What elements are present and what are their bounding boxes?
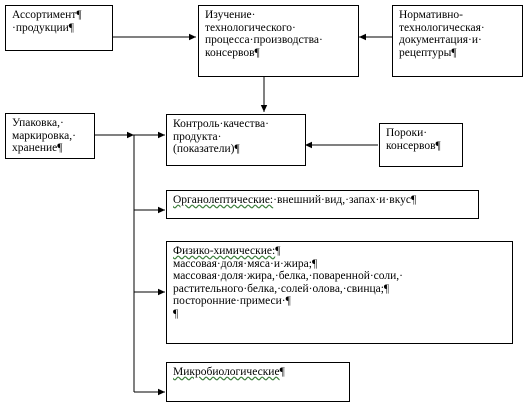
physchem-heading: Физико-химические: — [173, 245, 276, 257]
box-packaging-line-1: Упаковка,· — [12, 117, 64, 129]
box-packaging-line-3: хранение¶ — [12, 142, 63, 154]
box-control-line-1: Контроль·качества· — [173, 118, 269, 130]
box-defects-line-2: консервов¶ — [386, 139, 441, 152]
box-normative: Нормативно- технологическая· документаци… — [392, 5, 523, 77]
box-study-line-2: технологического· — [205, 21, 296, 34]
box-physchem: Физико-химические:¶ массовая·доля·мяса·и… — [166, 241, 513, 344]
box-defects: Пороки· консервов¶ — [379, 123, 463, 167]
physchem-line-5: ¶ — [173, 307, 179, 320]
box-packaging-line-2: маркировка,· — [12, 129, 76, 142]
box-normative-line-2: технологическая· — [399, 21, 485, 34]
box-normative-line-3: документация·и· — [399, 34, 482, 46]
box-organoleptic-text: Органолептические:·внешний·вид,·запах·и·… — [173, 194, 472, 207]
box-study-line-4: консервов¶ — [205, 46, 260, 59]
box-control-line-2: продукта· — [173, 130, 222, 143]
box-micro: Микробиологические¶ — [166, 362, 350, 402]
box-control-line-3: (показатели)¶ — [173, 143, 240, 155]
box-assortment-line-1: Ассортимент¶ — [12, 9, 82, 21]
box-normative-line-4: рецептуры¶ — [399, 46, 457, 59]
organoleptic-heading: Органолептические: — [173, 194, 274, 206]
physchem-heading-mark: ¶ — [275, 245, 281, 257]
organoleptic-description: ·внешний·вид,·запах·и·вкус¶ — [273, 194, 417, 206]
micro-heading-mark: ¶ — [279, 366, 285, 378]
physchem-line-4: посторонние·примеси·¶ — [173, 295, 291, 307]
physchem-line-2: массовая·доля·жира,·белка,·поваренной·со… — [173, 270, 403, 282]
physchem-line-3: растительного·белка,·солей·олова,·свинца… — [173, 282, 390, 295]
box-defects-line-1: Пороки· — [386, 127, 428, 139]
box-organoleptic: Органолептические:·внешний·вид,·запах·и·… — [166, 190, 479, 219]
box-packaging: Упаковка,· маркировка,· хранение¶ — [5, 113, 95, 159]
box-study-line-1: Изучение· — [205, 9, 256, 21]
box-assortment-line-2: ·продукции¶ — [12, 21, 75, 34]
physchem-heading-line: Физико-химические:¶ — [173, 245, 506, 258]
micro-heading: Микробиологические — [173, 366, 280, 378]
box-normative-line-1: Нормативно- — [399, 9, 463, 21]
box-control: Контроль·качества· продукта· (показатели… — [166, 114, 306, 166]
micro-heading-line: Микробиологические¶ — [173, 366, 343, 379]
physchem-line-1: массовая·доля·мяса·и·жира;¶ — [173, 257, 318, 270]
box-assortment: Ассортимент¶ ·продукции¶ — [5, 5, 113, 51]
box-study-line-3: процесса·производства· — [205, 34, 323, 46]
box-study: Изучение· технологического· процесса·про… — [198, 5, 359, 77]
